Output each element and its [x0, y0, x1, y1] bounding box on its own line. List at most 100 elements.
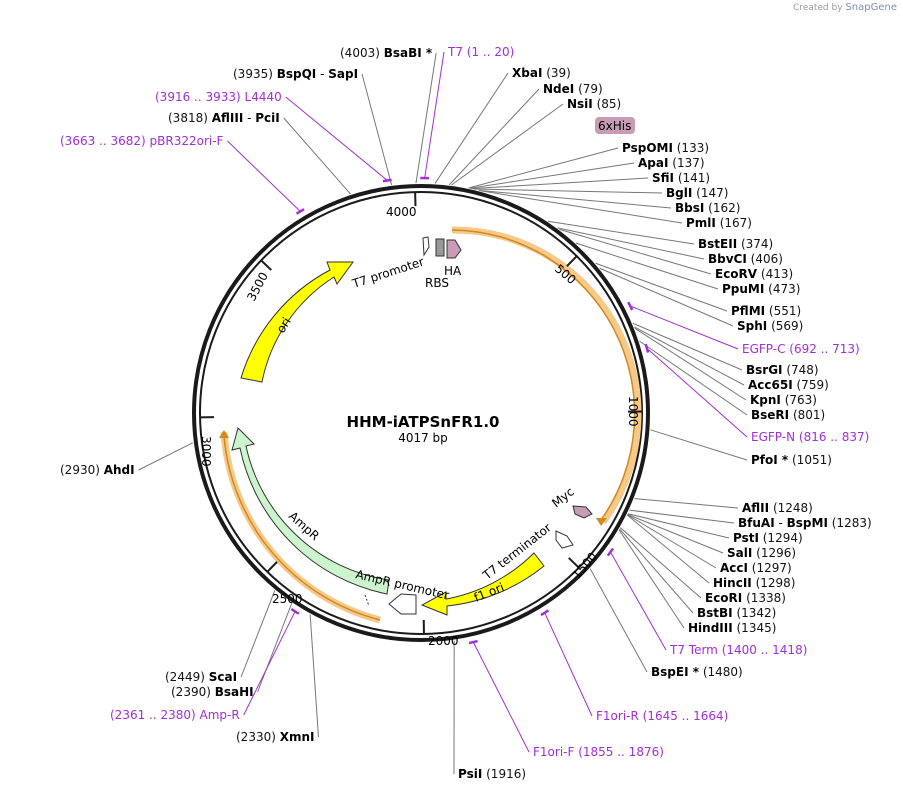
leader-bspqi: [361, 73, 393, 186]
leader-xbai: [434, 72, 509, 184]
leader-apai: [469, 162, 635, 189]
6xhis-badge: [595, 117, 635, 134]
primer-label-f1ori-f: F1ori-F (1855 .. 1876): [533, 745, 664, 759]
leader-bsahi: [257, 603, 293, 693]
leader-sphi: [599, 267, 734, 327]
site-label-sali: SalI (1296): [727, 546, 796, 560]
leader-pspomi: [468, 147, 619, 189]
leader-ahdi: [138, 442, 194, 471]
primer-site-t7-term: [606, 547, 615, 557]
ha-tag-feature: [446, 239, 462, 259]
site-label-ppumi: PpuMI (473): [722, 282, 800, 296]
site-label-psii: PsiI (1916): [458, 767, 526, 781]
plasmid-name: HHM-iATPSnFR1.0: [347, 413, 500, 431]
rbs-feature: [435, 238, 445, 257]
primer-label-t7: T7 (1 .. 20): [447, 45, 514, 59]
tick-label-4000: 4000: [386, 205, 417, 219]
tick-mark-3500: [260, 259, 272, 271]
leader-acci: [627, 514, 717, 569]
leader-pflmi: [595, 262, 728, 312]
leader-bbsi: [478, 189, 672, 209]
site-label-pflmi: PflMI (551): [731, 304, 801, 318]
site-label-hincii: HincII (1298): [713, 576, 795, 590]
leader-bsteii: [547, 220, 695, 245]
leader-kpni: [634, 327, 747, 401]
tick-label-1500: 1500: [570, 550, 600, 582]
leader-bfuai: [629, 509, 735, 524]
ampr-feature: [231, 427, 390, 595]
orf-arrowhead-ampr: [219, 430, 229, 438]
tick-mark-1500: [568, 557, 580, 569]
snapgene-credit: Created by SnapGene: [793, 2, 897, 13]
backbone-outer: [192, 184, 650, 642]
tick-marks: [200, 192, 643, 634]
site-label-bsteii: BstEII (374): [698, 237, 773, 251]
myc-tag-feature: [572, 505, 593, 519]
leader-bbvci: [557, 227, 705, 260]
leader-bsrgi: [632, 322, 743, 371]
site-label-bseri: BseRI (801): [751, 408, 825, 422]
tick-mark-2500: [266, 561, 278, 573]
leader-bspei: [589, 568, 648, 673]
primer-leader-t7-term: [610, 551, 667, 651]
leader-bstbi: [619, 528, 694, 614]
site-label-hindiii: HindIII (1345): [688, 621, 776, 635]
ori-feature: [240, 261, 354, 383]
site-label-acc65i: Acc65I (759): [748, 378, 829, 392]
site-label-bstbi: BstBI (1342): [697, 606, 776, 620]
site-label-kpni: KpnI (763): [750, 393, 817, 407]
site-label-xmni: (2330) XmnI: [236, 730, 314, 744]
primer-label-f1ori-r: F1ori-R (1645 .. 1664): [596, 709, 728, 723]
site-label-sfii: SfiI (141): [652, 171, 710, 185]
primer-site-pbr322ori-f: [295, 208, 305, 215]
leader-bsabi: [415, 52, 437, 184]
rbs-label: RBS: [425, 276, 449, 290]
t7-promoter-arrow: [422, 236, 430, 257]
primer-leader-t7: [424, 51, 445, 179]
primer-leader-l4440: [285, 96, 388, 181]
primer-site-egfp-n: [644, 343, 650, 353]
site-label-acci: AccI (1297): [720, 561, 792, 575]
site-label-bfuai: BfuAI - BspMI (1283): [738, 516, 872, 530]
orf-arrow-ampr: [223, 435, 381, 621]
leader-pmli: [480, 190, 683, 224]
plasmid-length: 4017 bp: [398, 431, 448, 445]
leader-aflii: [634, 498, 739, 509]
site-label-ahdi: (2930) AhdI: [60, 463, 135, 477]
orf-highlight-insert: [451, 226, 642, 525]
primer-leader-egfp-n: [646, 347, 748, 438]
primer-site-amp-r: [290, 607, 300, 615]
primer-label-egfp-n: EGFP-N (816 .. 837): [751, 430, 869, 444]
site-label-ndei: NdeI (79): [543, 82, 603, 96]
leader-psti: [627, 513, 730, 539]
leader-xmni: [309, 614, 319, 738]
site-label-afliii: (3818) AflIII - PciI: [168, 111, 280, 125]
leader-pfoi: [650, 429, 748, 461]
leader-ecori: [620, 527, 702, 599]
leader-hincii: [626, 514, 710, 584]
leader-ndei: [448, 88, 540, 186]
tick-label-2000: 2000: [428, 634, 459, 648]
leader-sali: [627, 513, 724, 554]
primer-site-f1ori-r: [540, 609, 550, 617]
primer-label-pbr322ori-f: (3663 .. 3682) pBR322ori-F: [60, 134, 224, 148]
site-label-pmli: PmlI (167): [686, 216, 752, 230]
primer-leader-f1ori-r: [544, 612, 593, 717]
primer-leader-egfp-c: [630, 305, 739, 350]
primer-leader-amp-r: [243, 611, 296, 716]
orf-arrow-insert: [451, 229, 636, 521]
site-label-nsii: NsiI (85): [567, 97, 621, 111]
site-label-sphi: SphI (569): [737, 319, 803, 333]
leader-bgli: [473, 188, 663, 194]
ha-label: HA: [444, 264, 462, 278]
6xhis-label: 6xHis: [598, 119, 631, 133]
leader-ecorv: [559, 228, 712, 275]
primer-leader-f1ori-f: [472, 641, 530, 753]
site-label-bspqi: (3935) BspQI - SapI: [233, 67, 358, 81]
site-label-bbsi: BbsI (162): [675, 201, 740, 215]
primer-site-l4440: [382, 178, 392, 183]
t7-terminator-arrow: [555, 530, 574, 549]
site-label-scai: (2449) ScaI: [165, 670, 237, 684]
primer-label-egfp-c: EGFP-C (692 .. 713): [742, 342, 860, 356]
